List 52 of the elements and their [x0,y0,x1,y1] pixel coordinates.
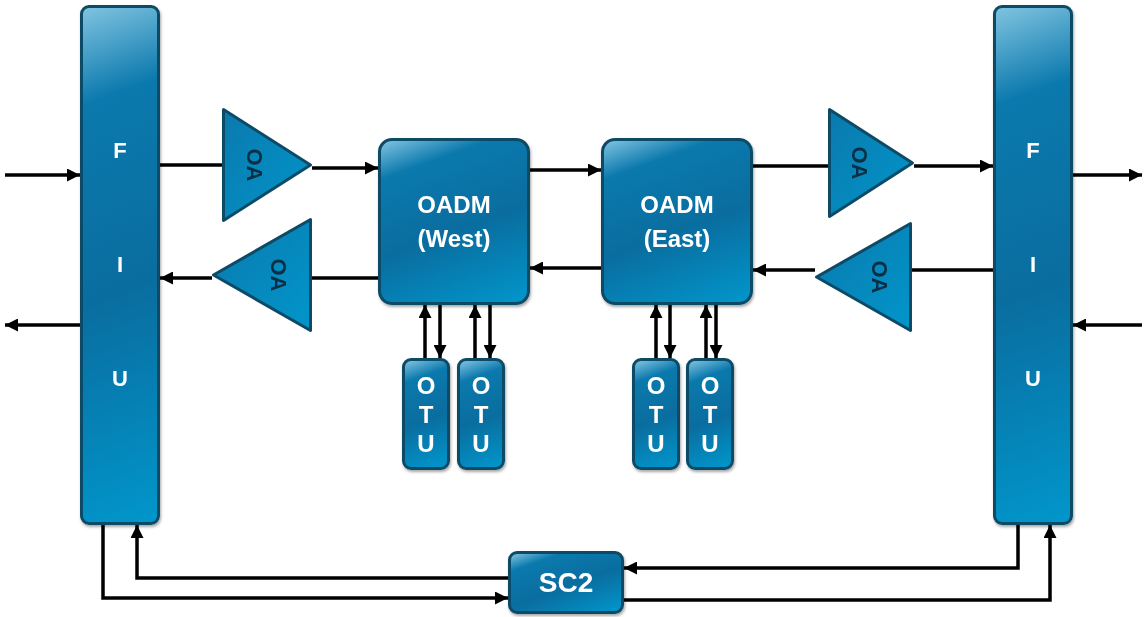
arrow [624,525,1020,575]
arrow [160,271,212,285]
transponder-unit [686,358,734,470]
amplifier-triangle [815,222,912,332]
transponder-unit [632,358,680,470]
arrow [468,305,482,358]
vertical-label: F I U [111,137,129,393]
amplifier-triangle [828,108,914,218]
connector-line [753,164,828,168]
arrow [5,168,80,182]
arrow [433,305,447,358]
vertical-label: O T U [415,370,437,458]
arrow [649,305,663,358]
add-drop-multiplexer-box [601,138,753,305]
amplifier-label: OA [240,148,267,182]
supervisory-channel-box [508,551,624,614]
connector-line [912,268,993,272]
arrow [709,305,723,358]
arrow [1073,168,1142,182]
vertical-label: F I U [1024,137,1042,393]
vertical-label: O T U [699,370,721,458]
arrow [753,263,815,277]
arrow [663,305,677,358]
arrow [5,318,80,332]
amplifier-label: OA [865,260,892,294]
arrow [418,305,432,358]
connector-line [160,163,222,167]
arrow [914,159,993,173]
transponder-unit [457,358,505,470]
amplifier-label: OA [264,258,290,292]
vertical-label: O T U [470,370,492,458]
box-label: SC2 [538,566,594,599]
arrow [312,161,378,175]
arrow [699,305,713,358]
fiber-interface-unit [80,5,160,525]
amplifier-triangle [212,218,312,332]
arrow [624,525,1057,602]
arrow [1073,318,1142,332]
transponder-unit [402,358,450,470]
add-drop-multiplexer-box [378,138,530,305]
box-label: OADM (West) [416,189,492,254]
connector-line [312,276,378,280]
amplifier-label: OA [845,146,872,180]
arrow [530,163,601,177]
arrow [101,525,508,605]
vertical-label: O T U [645,370,667,458]
arrow [530,261,601,275]
arrow [483,305,497,358]
amplifier-triangle [222,108,312,222]
fiber-interface-unit [993,5,1073,525]
arrow [130,525,508,580]
box-label: OADM (East) [639,189,715,254]
